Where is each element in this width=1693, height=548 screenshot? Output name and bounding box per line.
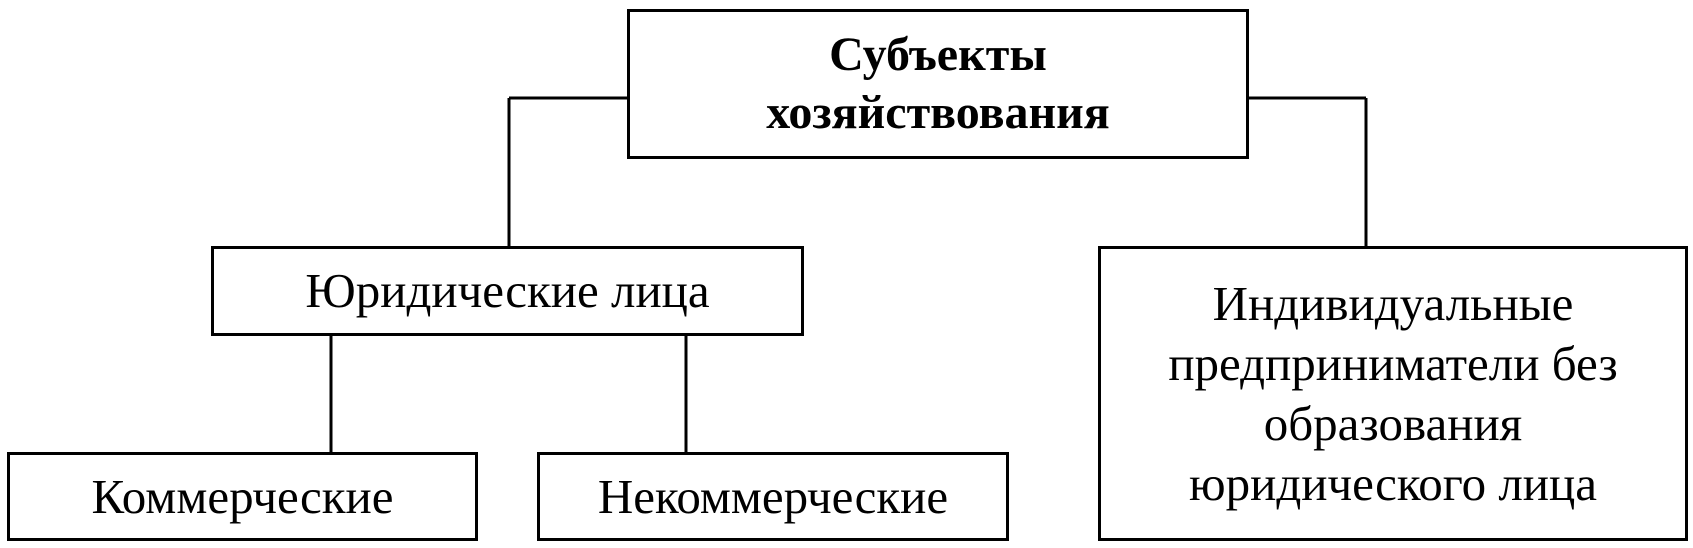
individual-label-line-2: предприниматели без bbox=[1168, 335, 1618, 391]
node-individual-entrepreneurs: Индивидуальные предприниматели без образ… bbox=[1098, 246, 1688, 541]
noncommercial-label: Некоммерческие bbox=[597, 468, 949, 524]
individual-label-line-3: образования bbox=[1263, 395, 1523, 451]
individual-label-line-1: Индивидуальные bbox=[1212, 275, 1574, 331]
node-commercial: Коммерческие bbox=[7, 452, 478, 541]
root-label-line-2: хозяйствования bbox=[766, 86, 1110, 139]
node-legal-entities: Юридические лица bbox=[211, 246, 804, 336]
individual-label-line-4: юридического лица bbox=[1189, 455, 1597, 511]
node-noncommercial: Некоммерческие bbox=[537, 452, 1009, 541]
commercial-label: Коммерческие bbox=[91, 468, 394, 524]
legal-entities-label: Юридические лица bbox=[305, 263, 710, 318]
root-label-line-1: Субъекты bbox=[829, 28, 1047, 81]
root-node-business-entities: Субъекты хозяйствования bbox=[627, 9, 1249, 159]
